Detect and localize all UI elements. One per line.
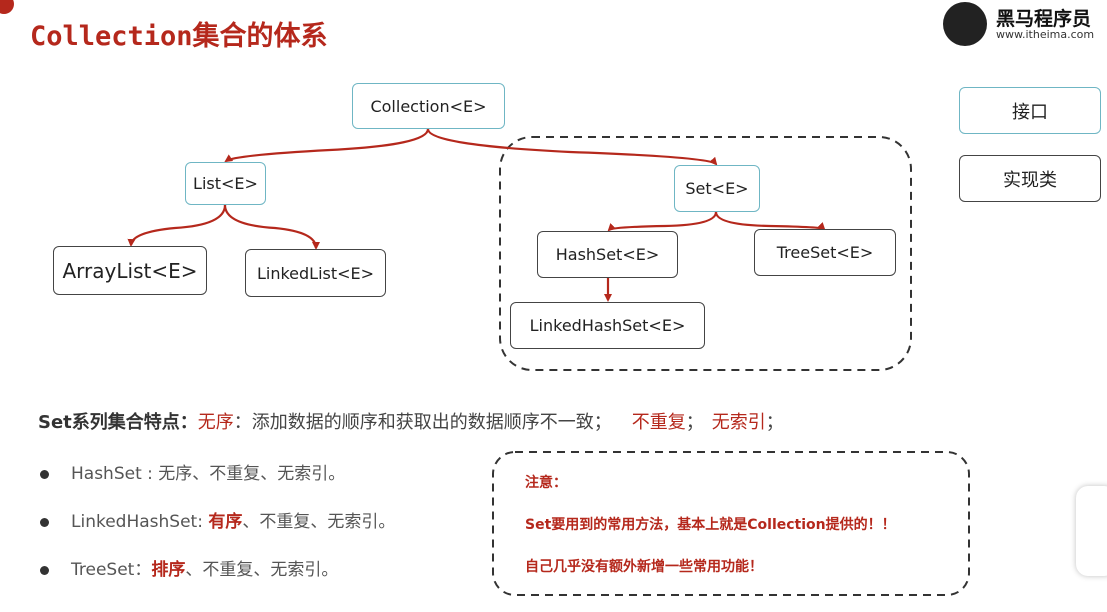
bullet-highlight: 排序: [151, 560, 186, 580]
legend-impl: 实现类: [959, 155, 1101, 202]
bullet-dot: [40, 469, 49, 479]
feature-semi: ；: [685, 412, 704, 433]
feature-nodup: 不重复: [631, 412, 686, 433]
bullet-name: LinkedHashSet: [71, 512, 198, 532]
bullet-rest: 、不重复、无索引。: [185, 560, 339, 580]
side-panel-handle[interactable]: [1076, 486, 1107, 576]
corner-dot: [0, 0, 14, 14]
hashset-node: HashSet<E>: [537, 231, 678, 278]
linkedhashset-node: LinkedHashSet<E>: [510, 302, 705, 349]
linkedlist-node: LinkedList<E>: [245, 249, 386, 297]
bullet-rest: 、不重复、无索引。: [242, 512, 396, 532]
arrow-set-treeset: [714, 211, 826, 231]
feature-desc: ：添加数据的顺序和获取出的数据顺序不一致；: [233, 412, 612, 433]
bullet-highlight: 有序: [208, 512, 243, 532]
arraylist-node: ArrayList<E>: [53, 246, 207, 295]
note-line-2: 自己几乎没有额外新增一些常用功能！: [525, 559, 763, 575]
set-features: Set系列集合特点：无序：添加数据的顺序和获取出的数据顺序不一致；不重复；无索引…: [38, 408, 784, 434]
note-heading: 注意：: [525, 475, 567, 491]
arrow-collection-set: [426, 128, 718, 166]
bullet-treeset: TreeSet：排序、不重复、无索引。: [40, 555, 338, 580]
legend-interface: 接口: [959, 87, 1101, 134]
horse-logo-icon: [943, 2, 987, 46]
bullet-linkedhashset: LinkedHashSet: 有序、不重复、无索引。: [40, 507, 395, 532]
bullet-dot: [40, 565, 49, 575]
feature-end: ；: [765, 412, 784, 433]
logo-url: www.itheima.com: [996, 28, 1095, 41]
set-node: Set<E>: [674, 165, 760, 212]
arrow-set-hashset: [607, 211, 718, 232]
page-title: Collection集合的体系: [30, 21, 328, 52]
treeset-node: TreeSet<E>: [754, 229, 896, 276]
feature-unordered: 无序: [197, 412, 234, 433]
bullet-name: TreeSet: [71, 560, 135, 580]
itheima-logo: 黑马程序员 www.itheima.com: [940, 0, 1105, 48]
arrow-list-arraylist: [127, 204, 227, 247]
feature-label: Set系列集合特点：: [38, 412, 198, 433]
bullet-hashset: HashSet : 无序、不重复、无索引。: [40, 459, 345, 484]
bullet-rest: 无序、不重复、无索引。: [158, 464, 346, 484]
bullet-name: HashSet: [71, 464, 142, 484]
collection-node: Collection<E>: [352, 83, 505, 129]
logo-name: 黑马程序员: [996, 8, 1092, 30]
set-group-border: [499, 136, 912, 371]
feature-noindex: 无索引: [711, 412, 766, 433]
bullet-dot: [40, 517, 49, 527]
list-node: List<E>: [185, 162, 266, 205]
arrow-collection-list: [224, 128, 430, 163]
arrow-list-linkedlist: [223, 204, 320, 250]
note-box-border: [492, 451, 970, 596]
note-line-1: Set要用到的常用方法，基本上就是Collection提供的！！: [525, 517, 896, 533]
